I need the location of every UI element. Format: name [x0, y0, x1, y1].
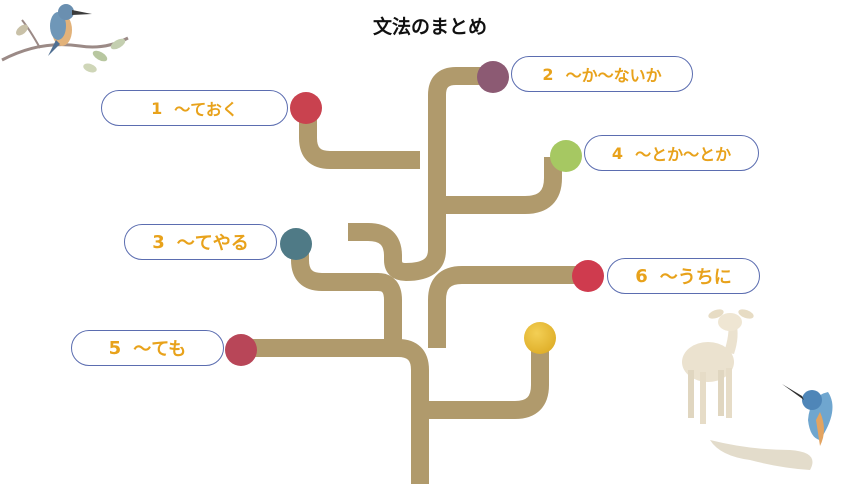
tree-trunk — [240, 339, 429, 484]
label-1-text: ～ておく — [174, 100, 238, 119]
branch-1 — [299, 108, 420, 169]
label-6-number: 6 — [635, 265, 648, 287]
label-4-number: 4 — [611, 143, 624, 163]
label-4-text: ～とか～とか — [635, 145, 732, 164]
branch-center — [348, 67, 493, 282]
branch-yellow — [420, 338, 549, 419]
label-2-text: ～か～ないか — [565, 66, 662, 85]
node-6-ball — [572, 260, 604, 292]
node-3-ball — [280, 228, 312, 260]
label-3-text: ～てやる — [176, 233, 249, 254]
branch-3 — [291, 243, 402, 348]
label-5-text: ～ても — [133, 339, 187, 360]
node-2-ball — [477, 61, 509, 93]
label-5[interactable]: 5 ～ても — [71, 330, 224, 366]
label-6[interactable]: 6 ～うちに — [607, 258, 760, 294]
label-2[interactable]: 2 ～か～ないか — [511, 56, 693, 92]
deer-kingfisher-icon — [682, 309, 833, 470]
node-5-ball — [225, 334, 257, 366]
label-4[interactable]: 4 ～とか～とか — [584, 135, 759, 171]
branch-6 — [428, 266, 588, 348]
label-1-number: 1 — [151, 98, 163, 118]
label-5-number: 5 — [108, 337, 122, 359]
node-top-ball — [524, 322, 556, 354]
node-4-ball — [550, 140, 582, 172]
label-1[interactable]: 1 ～ておく — [101, 90, 288, 126]
label-2-number: 2 — [542, 64, 554, 84]
kingfisher-branch-icon — [1, 4, 129, 73]
label-6-text: ～うちに — [659, 267, 732, 288]
label-3[interactable]: 3 ～てやる — [124, 224, 277, 260]
branch-4 — [437, 157, 562, 214]
node-1-ball — [290, 92, 322, 124]
page-title: 文法のまとめ — [372, 16, 487, 38]
label-3-number: 3 — [152, 231, 165, 253]
